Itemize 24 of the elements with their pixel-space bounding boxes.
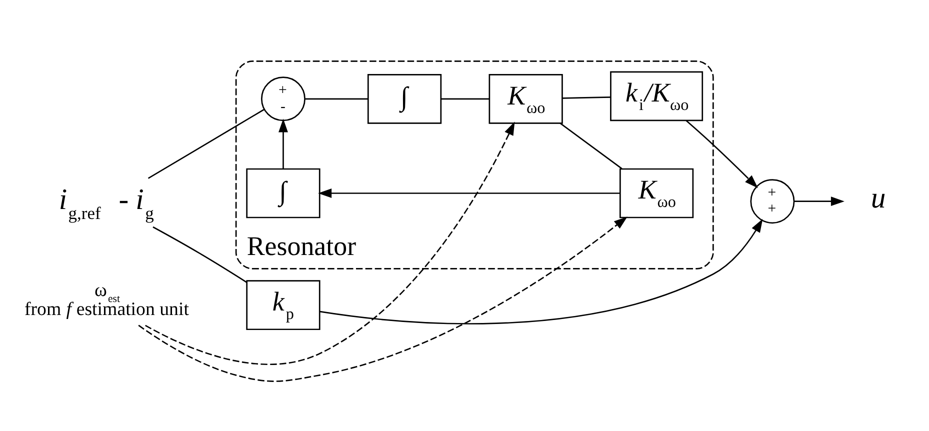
arrow bbox=[794, 196, 844, 206]
node-circle: + - bbox=[261, 76, 306, 121]
connector bbox=[152, 226, 248, 282]
node-text: ω$_{est}$ from f estimation unit bbox=[24, 279, 189, 320]
node-box: k$_{p}$ bbox=[246, 280, 320, 330]
arrow bbox=[145, 121, 515, 364]
connector bbox=[148, 108, 264, 178]
node-box: ∫ bbox=[246, 168, 320, 218]
arrow bbox=[278, 118, 288, 168]
arrow bbox=[138, 216, 628, 382]
node-box: k$_{i}$/K$_{ωo}$ bbox=[610, 70, 704, 121]
node-box: ∫ bbox=[367, 73, 442, 124]
connector bbox=[560, 122, 622, 169]
node-text: i$_{g,ref}$ - i$_{g}$ bbox=[58, 183, 154, 222]
node-box: K$_{ωo}$ bbox=[620, 168, 694, 218]
arrow bbox=[318, 188, 620, 198]
connector bbox=[562, 96, 610, 98]
arrow bbox=[320, 218, 763, 324]
arrow bbox=[686, 120, 758, 188]
connector bbox=[441, 98, 490, 100]
connector bbox=[305, 98, 368, 100]
node-circle: + + bbox=[750, 178, 795, 224]
node-text: u bbox=[870, 182, 886, 214]
node-box: K$_{ωo}$ bbox=[488, 73, 563, 124]
